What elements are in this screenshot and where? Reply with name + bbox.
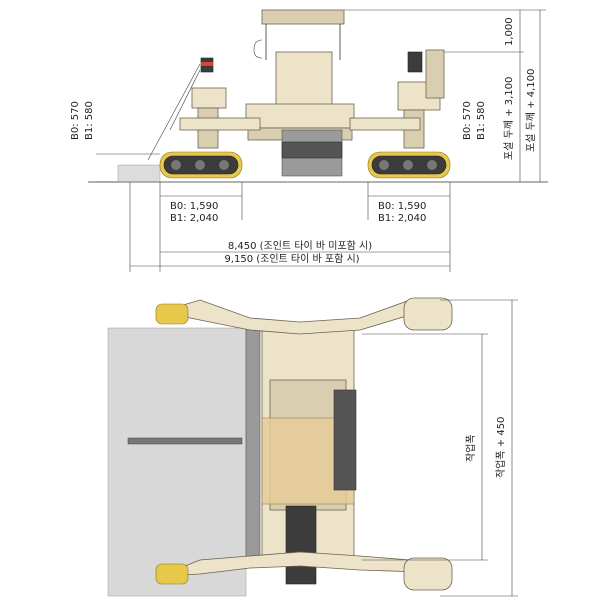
beacon-right (407, 51, 423, 73)
top-view: 작업폭 작업폭 + 450 (107, 297, 518, 597)
canopy-roof (261, 9, 345, 25)
height-label-1: 포설 두께 + 3,100 (503, 77, 515, 160)
tie-bar (127, 437, 243, 445)
side-form-left (245, 325, 261, 563)
overall-label-2: 9,150 (조인트 타이 바 포함 시) (224, 253, 359, 265)
left-b1-label: B1: 580 (84, 101, 95, 140)
engine-housing (275, 51, 333, 113)
track-left-b1: B1: 2,040 (170, 213, 218, 224)
track-pod-top-right (403, 297, 453, 331)
overall-label-1: 8,450 (조인트 타이 바 미포함 시) (228, 240, 372, 252)
right-b0-label: B0: 570 (462, 101, 473, 140)
track-right-b1: B1: 2,040 (378, 213, 426, 224)
track-pod-bottom-left (155, 563, 189, 585)
center-conveyor (285, 505, 317, 585)
track-left-b0: B0: 1,590 (170, 201, 218, 212)
width-label-2: 작업폭 + 450 (494, 417, 507, 478)
width-label-1: 작업폭 (464, 434, 477, 462)
track-pod-top-left (155, 303, 189, 325)
right-b1-label: B1: 580 (476, 101, 487, 140)
top-dim-label: 1,000 (504, 17, 515, 46)
concrete-slab-left (117, 164, 161, 183)
concrete-slab (107, 327, 247, 597)
track-right-b0: B0: 1,590 (378, 201, 426, 212)
track-pod-bottom-right (403, 557, 453, 591)
main-frame (245, 103, 355, 129)
left-leg-head (191, 87, 227, 109)
height-label-2: 포설 두께 + 4,100 (525, 69, 537, 152)
left-b0-label: B0: 570 (70, 101, 81, 140)
side-view: B0: 570 B1: 580 B0: 570 B1: 580 1,000 포설… (70, 9, 548, 272)
